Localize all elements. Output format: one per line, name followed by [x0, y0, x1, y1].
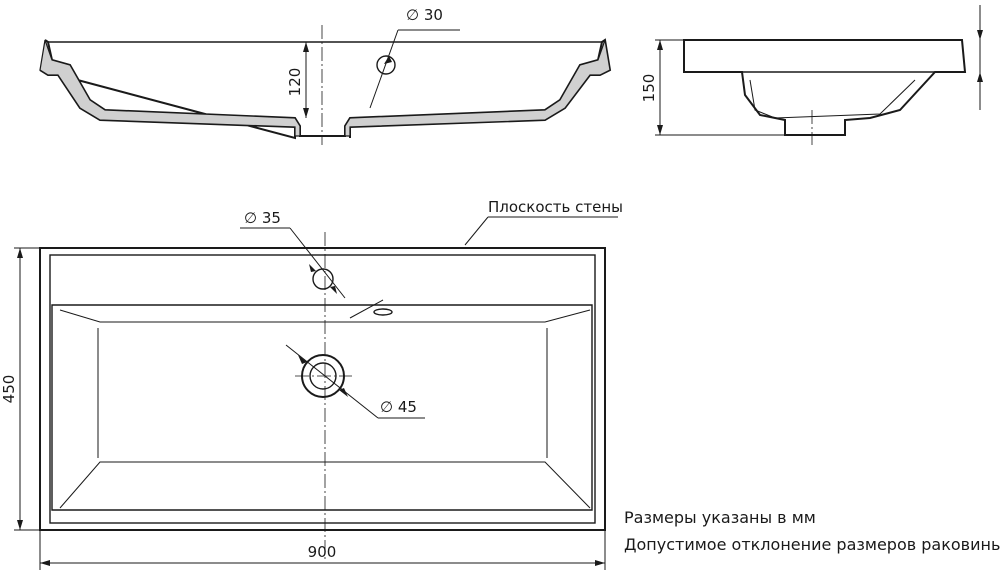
plan-width-arrow-right [595, 560, 605, 566]
plan-bowl-outline [51, 304, 593, 511]
faucet-plan-diameter-text: ∅ 35 [244, 209, 281, 227]
side-inner-contour [749, 79, 916, 119]
front-section-outline [39, 38, 612, 140]
front-section-wall-left [39, 39, 301, 137]
height-arrow-top [657, 40, 663, 50]
faucet-hole-arrow [384, 56, 392, 64]
depth-arrow-bottom [303, 108, 309, 118]
drain-leader [285, 344, 379, 419]
height-dim-text: 150 [640, 74, 658, 103]
faucet-hole-diameter-text: ∅ 30 [406, 6, 443, 24]
faucet-plan-leader [289, 227, 346, 299]
faucet-plan-arrow-a [309, 264, 316, 272]
drain-arrow-a [298, 355, 307, 364]
faucet-plan-arrow-b [330, 286, 337, 294]
side-view-outline [683, 39, 967, 136]
front-section-wall-right [344, 39, 611, 137]
depth-dim-text: 120 [286, 68, 304, 97]
drain-diameter-text: ∅ 45 [380, 398, 417, 416]
plan-view: ∅ 35 ∅ 45 Плоскость стены 450 900 [0, 198, 623, 570]
plan-inner-rect [49, 254, 596, 524]
faucet-hole-leader [369, 29, 399, 109]
plan-width-text: 900 [308, 543, 337, 561]
plan-bowl-top-slope [59, 309, 591, 323]
faucet-hole-side [376, 55, 396, 75]
depth-arrow-top [303, 42, 309, 52]
wall-plane-label: Плоскость стены [488, 198, 623, 216]
plan-depth-arrow-top [17, 248, 23, 258]
wall-plane-leader [464, 216, 489, 246]
note-units: Размеры указаны в мм [624, 508, 816, 527]
rim-arrow-top [977, 30, 983, 40]
plan-bowl-bottom-slope [59, 461, 591, 509]
faucet-hole-plan [312, 268, 334, 290]
plan-depth-arrow-bottom [17, 520, 23, 530]
drain-arrow-b [339, 388, 348, 397]
overflow-slot [373, 308, 393, 316]
overflow-leader [349, 299, 384, 319]
note-tolerance: Допустимое отклонение размеров раковины … [624, 535, 1000, 554]
height-arrow-bottom [657, 125, 663, 135]
rim-arrow-bottom [977, 72, 983, 82]
notes: Размеры указаны в мм Допустимое отклонен… [624, 508, 1000, 554]
front-section-view: 120 ∅ 30 [39, 6, 612, 145]
side-view: 150 [640, 5, 983, 145]
plan-width-arrow-left [40, 560, 50, 566]
plan-depth-text: 450 [0, 375, 18, 404]
